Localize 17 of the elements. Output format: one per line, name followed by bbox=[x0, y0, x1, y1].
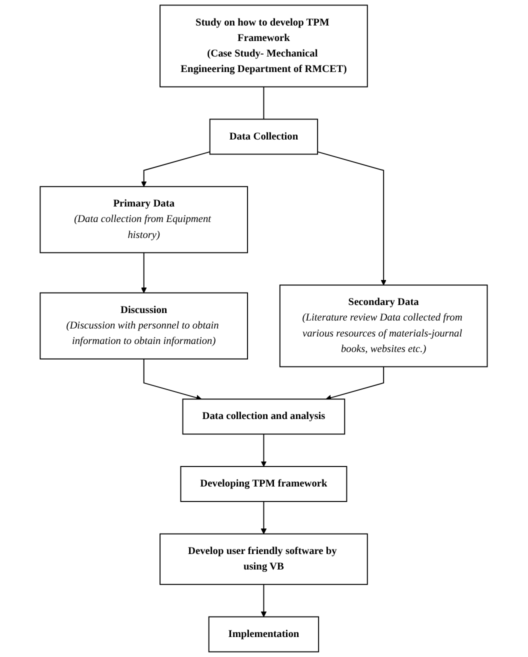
arrow bbox=[261, 434, 267, 467]
arrow bbox=[141, 151, 211, 187]
node-box: Implementation bbox=[208, 616, 320, 652]
node-box: Develop user friendly software by using VB bbox=[160, 533, 368, 585]
node-box: Data collection and analysis bbox=[182, 398, 346, 435]
node-box: Discussion (Discussion with personnel to obtain information to obtain information) bbox=[40, 292, 248, 360]
node-box: Primary Data (Data collection from Equipment history) bbox=[40, 186, 248, 254]
arrow bbox=[326, 366, 384, 400]
arrow bbox=[261, 501, 267, 534]
node-box: Data Collection bbox=[210, 118, 318, 155]
arrow bbox=[317, 151, 387, 286]
arrow bbox=[141, 252, 147, 294]
node-box: Developing TPM framework bbox=[180, 466, 348, 502]
node-box: Study on how to develop TPM Framework (Case Study- Mechanical Engineering Department of RMCET) bbox=[160, 4, 368, 88]
arrow bbox=[144, 358, 202, 400]
arrow bbox=[261, 584, 267, 618]
node-box: Secondary Data (Literature review Data collected from various resources of materials-journal books, websites etc.) bbox=[280, 284, 488, 368]
